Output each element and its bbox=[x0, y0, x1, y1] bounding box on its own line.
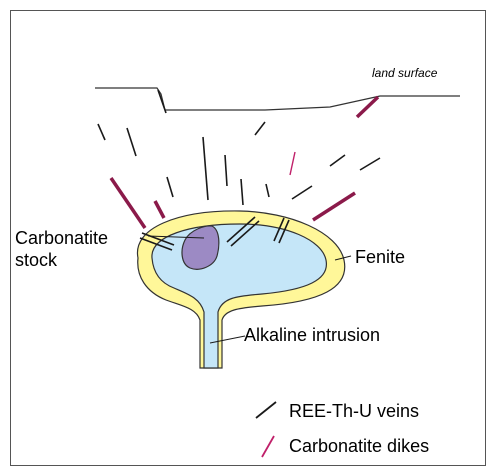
ree-vein bbox=[241, 179, 243, 205]
carbonatite-dikes-group bbox=[111, 97, 378, 228]
ree-vein bbox=[225, 155, 227, 186]
land-surface-line bbox=[95, 88, 460, 110]
ree-vein bbox=[266, 184, 269, 197]
carbonatite-dike bbox=[111, 178, 145, 228]
land-surface-label: land surface bbox=[372, 66, 438, 80]
ree-vein bbox=[330, 155, 345, 166]
ree-vein bbox=[127, 128, 136, 156]
carbonatite-stock-label-line2: stock bbox=[15, 250, 58, 270]
ree-vein bbox=[292, 186, 312, 199]
carbonatite-dike-thin bbox=[290, 152, 295, 175]
ree-vein bbox=[98, 124, 105, 140]
ree-vein bbox=[203, 137, 208, 200]
fenite-label: Fenite bbox=[355, 247, 405, 267]
ree-vein bbox=[167, 177, 173, 197]
ree-veins-group bbox=[98, 90, 380, 205]
carbonatite-stock-label-line1: Carbonatite bbox=[15, 228, 108, 248]
carbonatite-dike bbox=[313, 193, 355, 220]
ree-vein bbox=[255, 122, 265, 135]
legend-dike-swatch bbox=[262, 436, 274, 457]
legend-ree-label: REE-Th-U veins bbox=[289, 401, 419, 421]
alkaline-intrusion-label: Alkaline intrusion bbox=[244, 325, 380, 345]
legend: REE-Th-U veins Carbonatite dikes bbox=[256, 401, 429, 457]
legend-ree-swatch bbox=[256, 402, 276, 418]
ree-vein bbox=[158, 90, 166, 113]
carbonatite-dike bbox=[155, 201, 164, 218]
ree-vein bbox=[360, 158, 380, 170]
legend-dike-label: Carbonatite dikes bbox=[289, 436, 429, 456]
